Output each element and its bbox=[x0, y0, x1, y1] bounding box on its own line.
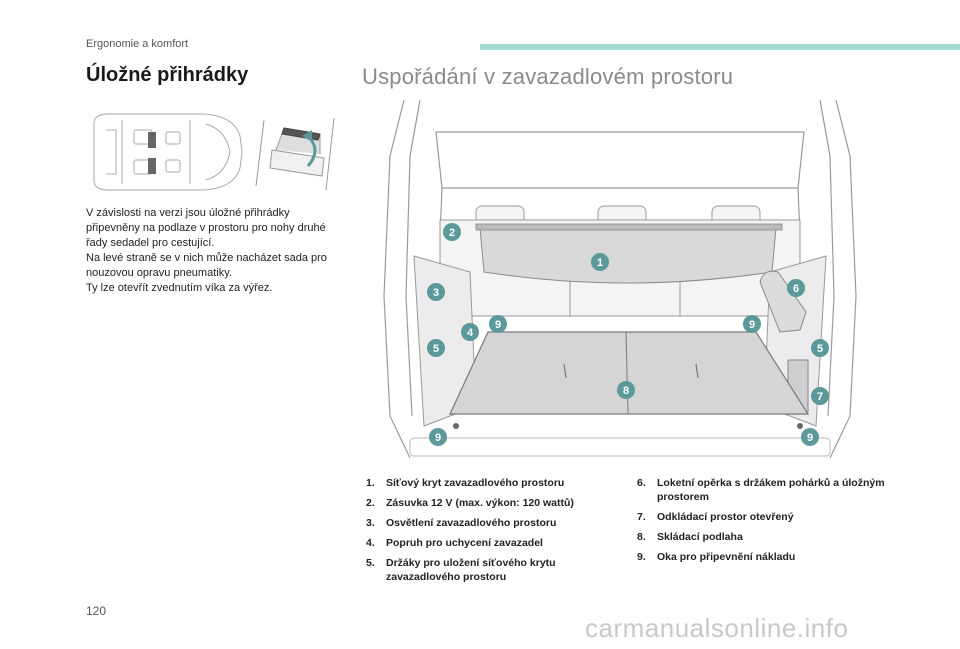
watermark: carmanualsonline.info bbox=[585, 613, 849, 643]
callout-markers: 1 2 3 4 5 5 6 7 8 9 9 9 9 bbox=[427, 223, 829, 446]
paragraph: Na levé straně se v nich může nacházet s… bbox=[86, 252, 327, 279]
legend-item: 6. Loketní opěrka s držákem pohárků a úlo… bbox=[637, 476, 887, 504]
marker-5-right: 5 bbox=[811, 339, 829, 357]
cargo-cover bbox=[479, 227, 777, 284]
legend-label: Osvětlení zavazadlového prostoru bbox=[386, 517, 557, 529]
legend-item: 8. Skládací podlaha bbox=[637, 530, 887, 544]
marker-6: 6 bbox=[787, 279, 805, 297]
legend-label: Síťový kryt zavazadlového prostoru bbox=[386, 477, 565, 489]
legend-item: 4. Popruh pro uchycení zavazadel bbox=[366, 536, 616, 550]
marker-9-rear-right: 9 bbox=[743, 315, 761, 333]
marker-8: 8 bbox=[617, 381, 635, 399]
legend-number: 9. bbox=[637, 551, 646, 563]
arrow-head-icon bbox=[302, 130, 312, 142]
car-top-view-illustration bbox=[93, 113, 243, 191]
legend-left-column: 1. Síťový kryt zavazadlového prostoru 2. Z… bbox=[366, 476, 616, 590]
paragraph: Ty lze otevřít zvednutím víka za výřez. bbox=[86, 282, 273, 294]
legend-right-column: 6. Loketní opěrka s držákem pohárků a úlo… bbox=[637, 476, 887, 570]
marker-1: 1 bbox=[591, 253, 609, 271]
marker-6-label: 6 bbox=[793, 283, 799, 295]
floor-handles bbox=[563, 363, 699, 379]
legend-label: Skládací podlaha bbox=[657, 531, 743, 543]
folding-floor bbox=[449, 331, 810, 415]
legend-item: 3. Osvětlení zavazadlového prostoru bbox=[366, 516, 616, 530]
legend-label: Zásuvka 12 V (max. výkon: 120 wattů) bbox=[386, 497, 574, 509]
storage-heading: Úložné přihrádky bbox=[86, 64, 249, 86]
legend-item: 2. Zásuvka 12 V (max. výkon: 120 wattů) bbox=[366, 496, 616, 510]
marker-5-left-label: 5 bbox=[433, 343, 439, 355]
storage-location-illustration bbox=[93, 113, 335, 191]
marker-7: 7 bbox=[811, 387, 829, 405]
marker-3-label: 3 bbox=[433, 287, 439, 299]
marker-1-label: 1 bbox=[597, 257, 603, 269]
legend-item: 1. Síťový kryt zavazadlového prostoru bbox=[366, 476, 616, 490]
legend-label: Držáky pro uložení síťového krytu zavaza… bbox=[386, 557, 556, 583]
marker-3: 3 bbox=[427, 283, 445, 301]
legend-item: 5. Držáky pro uložení síťového krytu zava… bbox=[366, 556, 616, 584]
legend-label: Oka pro připevnění nákladu bbox=[657, 551, 796, 563]
tailgate-frame bbox=[383, 99, 857, 459]
trunk-illustration: 1 2 3 4 5 5 6 7 8 9 9 9 9 bbox=[383, 99, 857, 459]
cargo-cover-roller bbox=[475, 223, 783, 231]
header-accent-bar bbox=[480, 44, 960, 50]
page-number: 120 bbox=[86, 604, 107, 618]
legend-item: 7. Odkládací prostor otevřený bbox=[637, 510, 887, 524]
legend-number: 6. bbox=[637, 477, 646, 489]
legend-number: 4. bbox=[366, 537, 375, 549]
marker-9-label: 9 bbox=[435, 432, 441, 444]
legend-number: 1. bbox=[366, 477, 375, 489]
marker-9-front-right: 9 bbox=[801, 428, 819, 446]
legend-item: 9. Oka pro připevnění nákladu bbox=[637, 550, 887, 564]
marker-5-left: 5 bbox=[427, 339, 445, 357]
paragraph: V závislosti na verzi jsou úložné přihrá… bbox=[86, 207, 326, 249]
legend-number: 5. bbox=[366, 557, 375, 569]
marker-5-right-label: 5 bbox=[817, 343, 823, 355]
marker-9-label: 9 bbox=[749, 319, 755, 331]
marker-8-label: 8 bbox=[623, 385, 629, 397]
rear-window-frame bbox=[435, 131, 805, 189]
storage-description: V závislosti na verzi jsou úložné přihrá… bbox=[86, 206, 342, 296]
legend-label: Popruh pro uchycení zavazadel bbox=[386, 537, 543, 549]
legend-number: 8. bbox=[637, 531, 646, 543]
marker-9-label: 9 bbox=[807, 432, 813, 444]
legend-label: Loketní opěrka s držákem pohárků a úložn… bbox=[657, 477, 885, 503]
marker-4: 4 bbox=[461, 323, 479, 341]
marker-2: 2 bbox=[443, 223, 461, 241]
legend-label: Odkládací prostor otevřený bbox=[657, 511, 794, 523]
legend-number: 3. bbox=[366, 517, 375, 529]
marker-4-label: 4 bbox=[467, 327, 474, 339]
trunk-layout-heading: Uspořádání v zavazadlovém prostoru bbox=[362, 64, 734, 89]
storage-bin-highlight-illustration bbox=[148, 132, 156, 174]
marker-7-label: 7 bbox=[817, 391, 823, 403]
marker-9-label: 9 bbox=[495, 319, 501, 331]
legend-number: 7. bbox=[637, 511, 646, 523]
marker-2-label: 2 bbox=[449, 227, 455, 239]
marker-9-front-left: 9 bbox=[429, 428, 447, 446]
section-tag: Ergonomie a komfort bbox=[86, 38, 189, 50]
armrest-with-cupholder bbox=[759, 270, 807, 333]
storage-bin-detail-illustration bbox=[255, 117, 335, 191]
marker-9-rear-left: 9 bbox=[489, 315, 507, 333]
legend-number: 2. bbox=[366, 497, 375, 509]
